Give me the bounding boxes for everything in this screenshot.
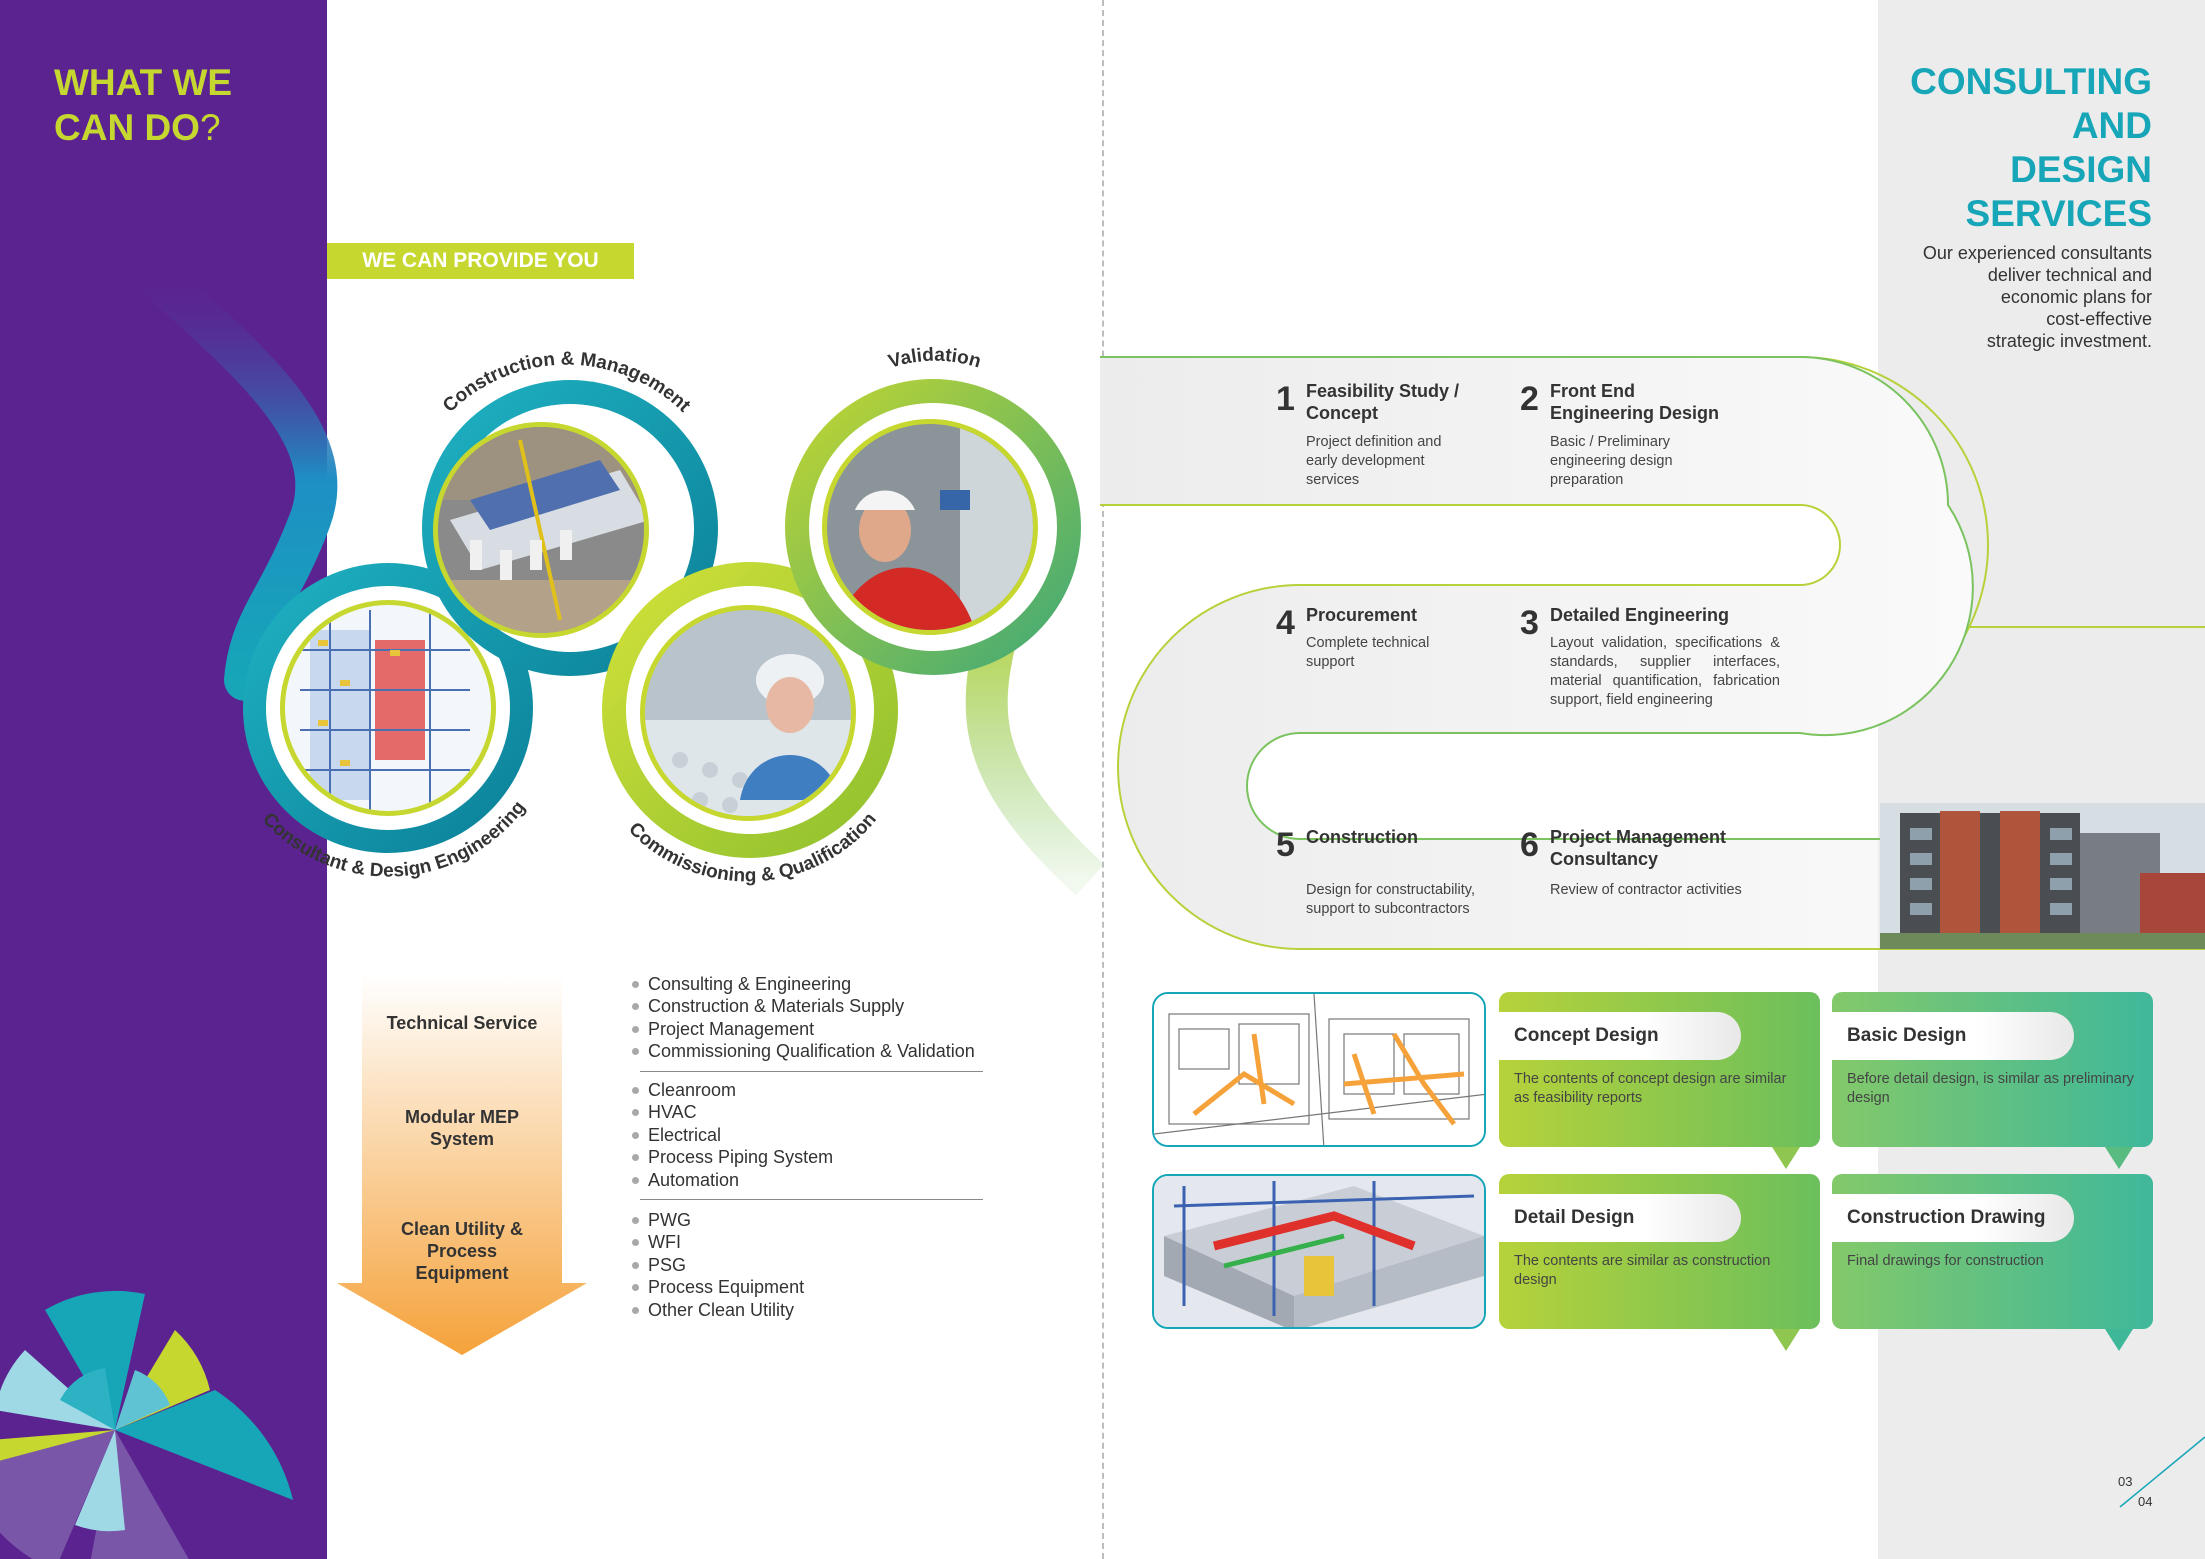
list-item: Project Management [630, 1018, 1000, 1040]
list-item: Electrical [630, 1124, 1000, 1146]
orange-down-arrow-icon [337, 975, 587, 1355]
consulting-description: Our experienced consultants deliver tech… [1922, 243, 2152, 351]
page-title-consulting: CONSULTING AND DESIGN SERVICES [1910, 61, 2152, 234]
list-divider [640, 1071, 983, 1072]
service-list-technical: Consulting & Engineering Construction & … [630, 973, 1000, 1063]
card-concept-design: Concept Design The contents of concept d… [1499, 992, 1820, 1169]
technical-service-arrow: Technical Service Modular MEP System Cle… [337, 975, 587, 1355]
label-validation: Validation [886, 345, 983, 373]
list-item: Process Piping System [630, 1146, 1000, 1168]
list-divider [640, 1199, 983, 1200]
card-detail-design: Detail Design The contents are similar a… [1499, 1174, 1820, 1351]
card-basic-design: Basic Design Before detail design, is si… [1832, 992, 2153, 1169]
step-6-project-management: 6 Project Management Consultancy Review … [1520, 826, 1742, 898]
bim-3d-model-image [1154, 1176, 1484, 1327]
decorative-fan-icon [0, 1290, 293, 1559]
service-list-utility: PWG WFI PSG Process Equipment Other Clea… [630, 1209, 1000, 1321]
list-item: Automation [630, 1169, 1000, 1191]
page-number-left: 03 [2118, 1474, 2133, 1489]
list-item: Other Clean Utility [630, 1299, 1000, 1321]
step-3-detailed: 3 Detailed Engineering Layout validation… [1520, 604, 1780, 708]
page-number-right: 04 [2138, 1494, 2153, 1509]
site-plan-thumbnail [1152, 992, 1486, 1147]
services-circles-graphic: Construction & Management Validation Con… [139, 259, 1105, 896]
list-item: WFI [630, 1231, 1000, 1253]
arrow-label-technical-service: Technical Service [386, 1013, 538, 1033]
service-list-mep: Cleanroom HVAC Electrical Process Piping… [630, 1079, 1000, 1191]
bim-model-thumbnail [1152, 1174, 1486, 1329]
list-item: PSG [630, 1254, 1000, 1276]
page-number-slash-icon [2119, 1436, 2205, 1508]
list-item: Cleanroom [630, 1079, 1000, 1101]
step-1-feasibility: 1 Feasibility Study / Concept Project de… [1276, 380, 1460, 488]
list-item: Consulting & Engineering [630, 973, 1000, 995]
step-2-front-end: 2 Front End Engineering Design Basic / P… [1520, 380, 1720, 488]
list-item: HVAC [630, 1101, 1000, 1123]
we-can-provide-banner: WE CAN PROVIDE YOU [327, 243, 634, 279]
card-construction-drawing: Construction Drawing Final drawings for … [1832, 1174, 2153, 1351]
lab-technician-photo [645, 610, 851, 816]
list-item: Construction & Materials Supply [630, 995, 1000, 1017]
process-path-graphic [1100, 356, 2205, 950]
engineering-plan-photo [285, 605, 491, 811]
page-fold-divider [1102, 0, 1104, 1559]
arrow-label-modular-mep: Modular MEP System [404, 1107, 519, 1149]
list-item: Process Equipment [630, 1276, 1000, 1298]
page-title-what-we-can-do: WHAT WE CAN DO? [54, 62, 233, 148]
engineer-validation-photo [827, 424, 1033, 630]
list-item: PWG [630, 1209, 1000, 1231]
building-photo [1880, 803, 2205, 949]
step-5-construction: 5 Construction Design for constructabili… [1276, 826, 1475, 917]
arrow-label-clean-utility: Clean Utility & Process Equipment [400, 1219, 524, 1283]
step-4-procurement: 4 Procurement Complete technical support [1276, 604, 1430, 670]
list-item: Commissioning Qualification & Validation [630, 1040, 1000, 1062]
site-plan-drawing-image [1154, 994, 1484, 1145]
apartment-building-image [1880, 803, 2205, 949]
